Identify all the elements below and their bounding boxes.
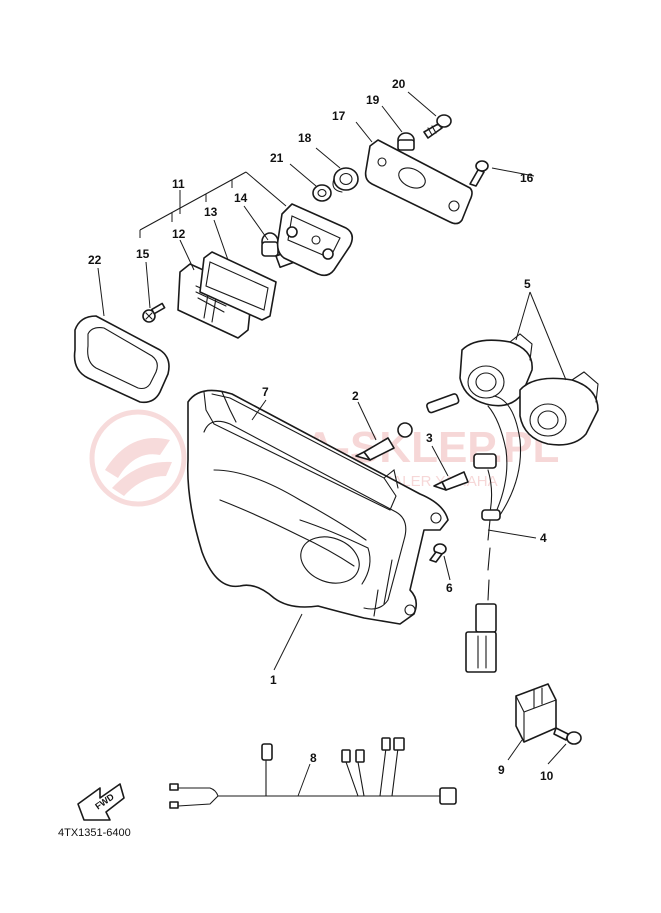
part-7-wire-frame [203,391,399,511]
leader-lines [97,91,567,797]
callout-2: 2 [352,389,359,403]
fwd-arrow-icon: FWD [77,783,125,821]
callout-7: 7 [262,385,269,399]
callout-20: 20 [392,77,406,91]
callout-14: 14 [234,191,248,205]
part-1-headlight-body [186,389,449,625]
callout-1: 1 [270,673,277,687]
part-5-socket-lower [519,371,599,446]
callout-17: 17 [332,109,346,123]
callout-15: 15 [136,247,150,261]
callout-13: 13 [204,205,218,219]
callout-21: 21 [270,151,284,165]
part-9-relay [515,683,557,743]
callout-11: 11 [172,177,185,191]
part-8-wire-harness [169,737,457,809]
callout-labels: 1 2 3 4 5 6 7 8 9 10 11 12 13 14 15 16 1… [88,77,554,783]
part-11-socket-housing [276,203,354,277]
diagram-code: 4TX1351-6400 [58,827,131,839]
callout-12: 12 [172,227,186,241]
callout-10: 10 [540,769,554,783]
part-21-washer [312,184,332,202]
callout-5: 5 [524,277,531,291]
part-22-lens-ring [73,315,170,404]
part-20-bolt [423,114,452,139]
callout-4: 4 [540,531,547,545]
callout-18: 18 [298,131,312,145]
callout-8: 8 [310,751,317,765]
part-15-screw [142,302,166,323]
part-4-lead-wire [465,395,522,673]
callout-6: 6 [446,581,453,595]
part-19-collar [397,132,415,151]
part-17-bracket [364,139,473,225]
part-10-bolt [553,727,582,745]
watermark-logo-icon [89,409,187,507]
callout-22: 22 [88,253,102,267]
callout-16: 16 [520,171,534,185]
part-16-screw [469,160,489,187]
part-6-screw [429,543,447,563]
part-2-bulb [355,393,460,461]
part-13-gasket [199,251,277,321]
part-18-grommet [332,167,359,193]
part-3-bulb [433,453,497,491]
callout-3: 3 [426,431,433,445]
callout-9: 9 [498,763,505,777]
callout-19: 19 [366,93,380,107]
